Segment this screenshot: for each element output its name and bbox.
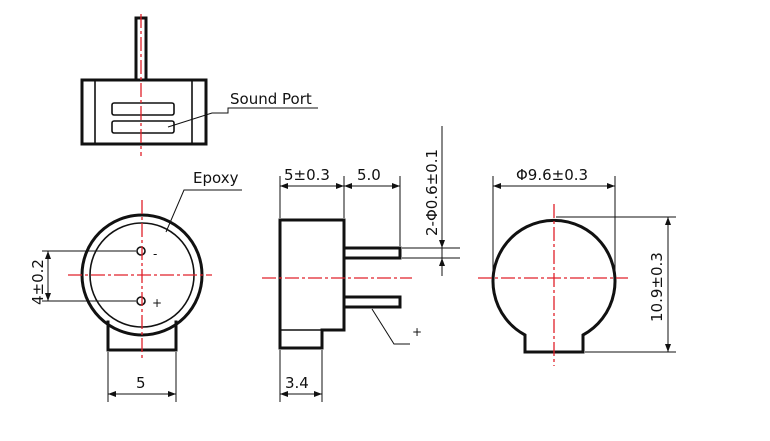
total-height-label: 10.9±0.3 (648, 252, 666, 322)
side-view: 5±0.3 5.0 2-Φ0.6±0.1 + 3.4 (262, 126, 460, 402)
sound-port-slot-lower (111, 120, 175, 134)
back-view: Φ9.6±0.3 10.9±0.3 (478, 166, 676, 366)
epoxy-label: Epoxy (193, 169, 239, 187)
pin-spacing-label: 4±0.2 (29, 259, 47, 305)
height-arrow-left (280, 183, 288, 189)
sound-port-label: Sound Port (230, 90, 312, 108)
side-upper-pin (342, 246, 402, 260)
total-height-arrow-top (665, 217, 671, 225)
pin-length-label: 5.0 (357, 166, 381, 184)
pin-plus-sign: + (152, 296, 162, 310)
side-body-outline (278, 218, 346, 350)
top-body-outline (80, 78, 208, 146)
pin-dia-arrow-top (439, 240, 445, 248)
total-height-arrow-bottom (665, 344, 671, 352)
dia-arrow-right (607, 183, 615, 189)
epoxy-leader (165, 189, 242, 233)
pin-diameter-label: 2-Φ0.6±0.1 (423, 149, 441, 236)
side-lower-pin (342, 295, 402, 309)
front-pin-minus (136, 246, 146, 256)
pin-dia-arrow-bottom (439, 258, 445, 266)
base-depth-label: 3.4 (285, 374, 309, 392)
base-width-arrow-left (108, 391, 116, 397)
pinlen-arrow-right (392, 183, 400, 189)
diameter-label: Φ9.6±0.3 (516, 166, 588, 184)
base-width-label: 5 (136, 374, 146, 392)
base-depth-arrow-left (280, 391, 288, 397)
dia-arrow-left (493, 183, 501, 189)
pinlen-arrow-left (344, 183, 352, 189)
sound-port-slot-upper (111, 102, 175, 116)
base-depth-arrow-right (314, 391, 322, 397)
plus-pin-label: + (412, 325, 422, 339)
base-width-arrow-right (168, 391, 176, 397)
front-view: - + Epoxy 4±0.2 5 (29, 169, 242, 402)
front-pin-plus (136, 296, 146, 306)
height-arrow-right (336, 183, 344, 189)
sound-port-leader (167, 107, 318, 128)
pin-minus-sign: - (153, 247, 157, 261)
height-label: 5±0.3 (284, 166, 330, 184)
top-view: Sound Port (80, 14, 318, 156)
plus-pin-leader (371, 308, 410, 345)
pin-spacing-arrow-bottom (45, 293, 51, 301)
back-outline (491, 218, 617, 354)
pin-spacing-arrow-top (45, 251, 51, 259)
